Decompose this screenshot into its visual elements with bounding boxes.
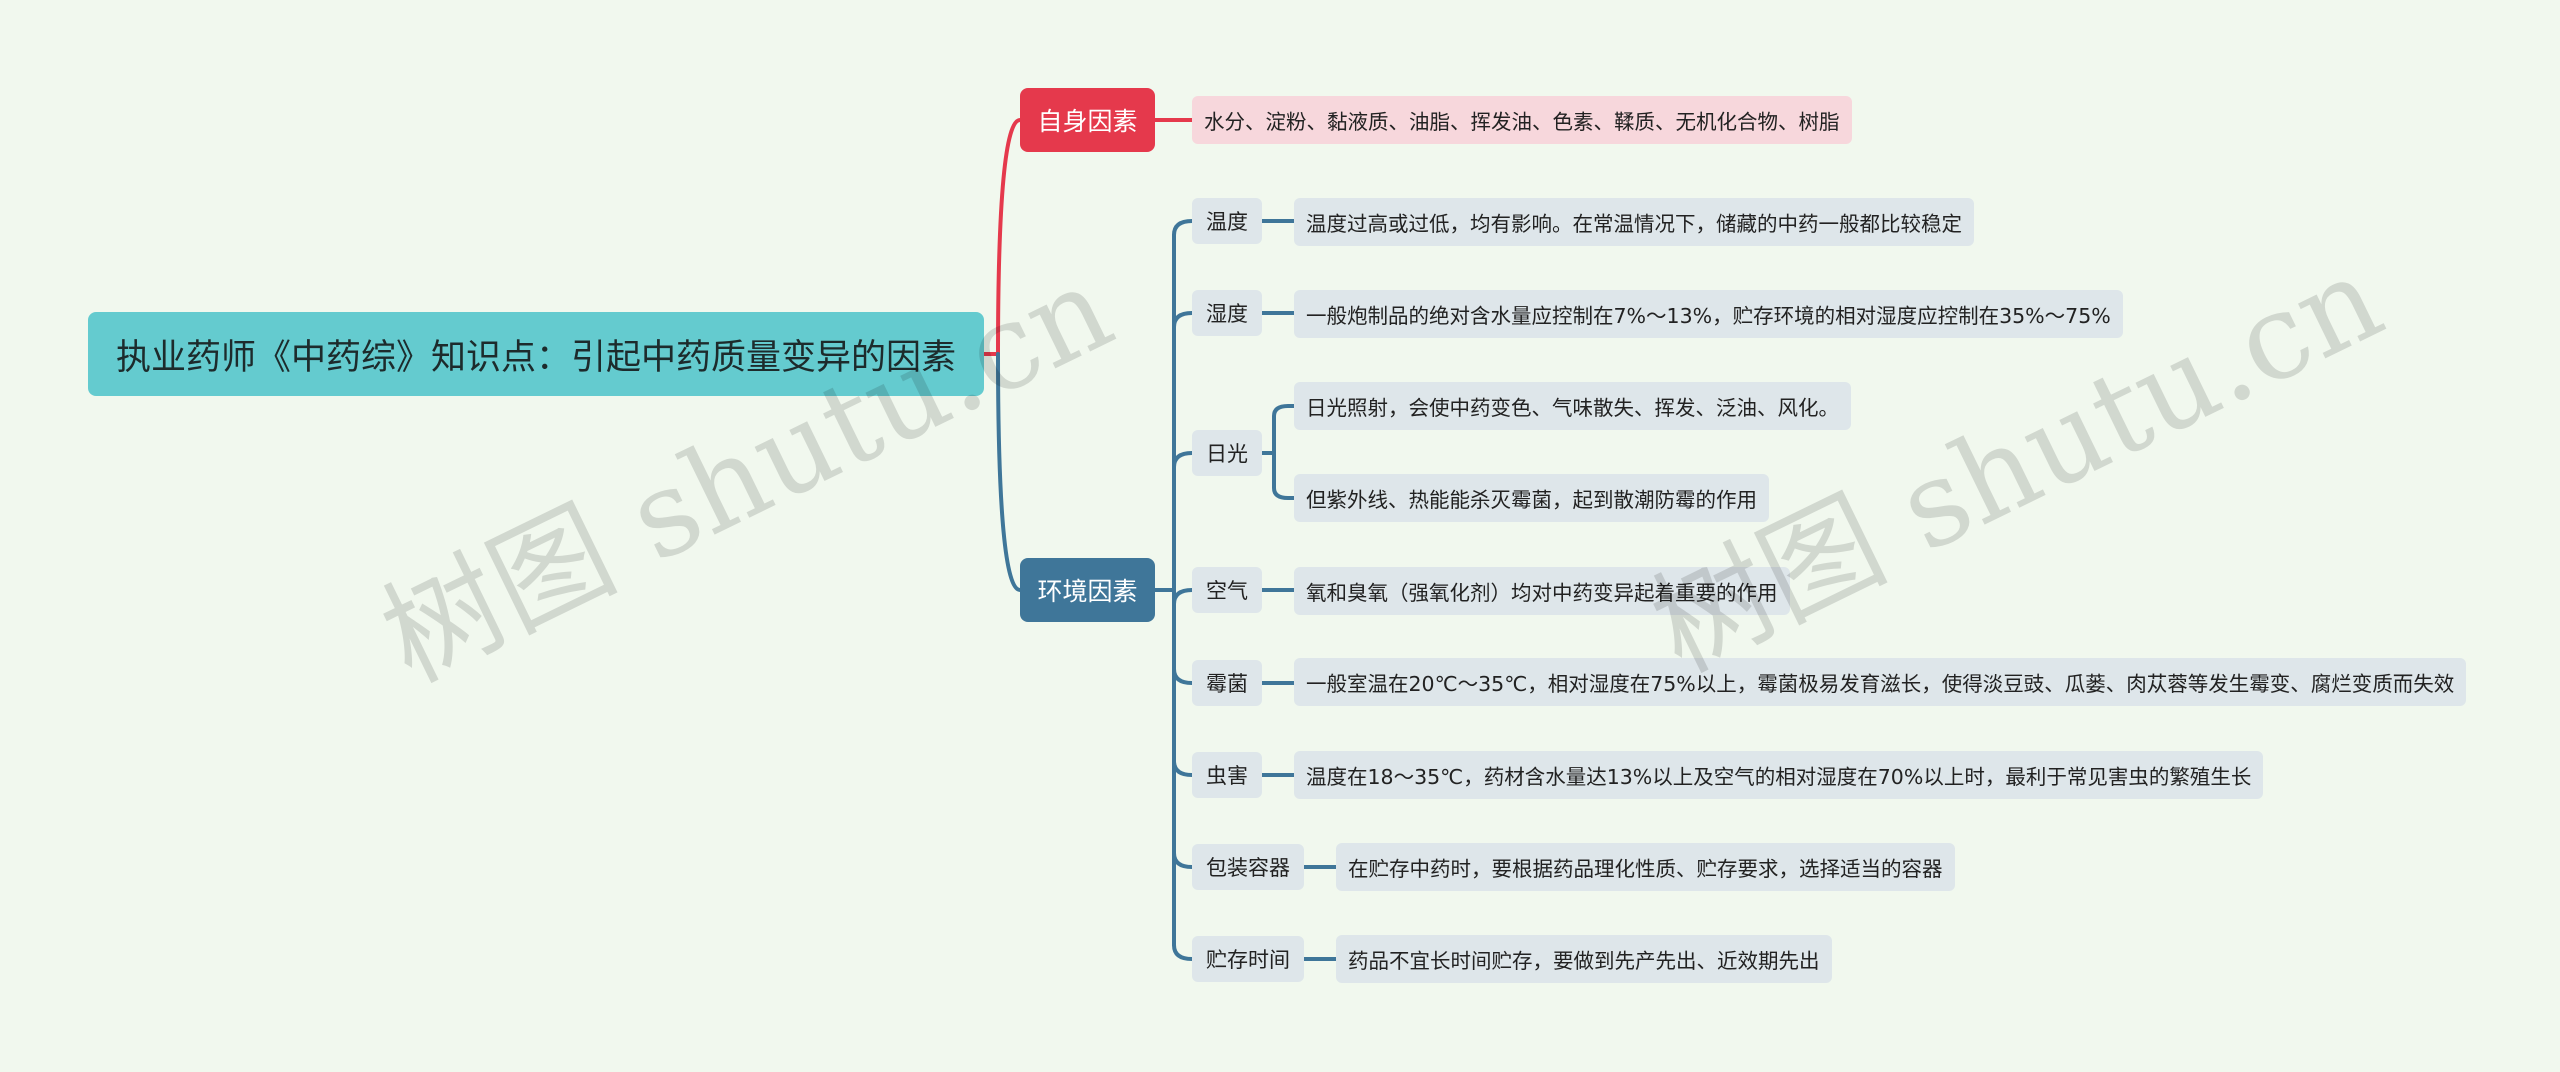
env-factor-sunlight[interactable]: 日光 bbox=[1192, 430, 1262, 476]
env-factor-humidity[interactable]: 湿度 bbox=[1192, 290, 1262, 336]
connector-env-temperature bbox=[1172, 219, 1194, 237]
env-factor-air[interactable]: 空气 bbox=[1192, 567, 1262, 613]
env-factor-pests[interactable]: 虫害 bbox=[1192, 752, 1262, 798]
connector-sunlight-detail-1 bbox=[1272, 404, 1296, 455]
branch-intrinsic-factors[interactable]: 自身因素 bbox=[1020, 88, 1155, 152]
env-detail-sunlight-2[interactable]: 但紫外线、热能能杀灭霉菌，起到散潮防霉的作用 bbox=[1294, 474, 1769, 522]
connector-env-packaging bbox=[1172, 851, 1194, 869]
intrinsic-detail[interactable]: 水分、淀粉、黏液质、油脂、挥发油、色素、鞣质、无机化合物、树脂 bbox=[1192, 96, 1852, 144]
env-detail-sunlight-1[interactable]: 日光照射，会使中药变色、气味散失、挥发、泛油、风化。 bbox=[1294, 382, 1851, 430]
env-factor-packaging[interactable]: 包装容器 bbox=[1192, 844, 1304, 890]
branch-environmental-factors[interactable]: 环境因素 bbox=[1020, 558, 1155, 622]
env-factor-mold[interactable]: 霉菌 bbox=[1192, 660, 1262, 706]
env-detail-temperature[interactable]: 温度过高或过低，均有影响。在常温情况下，储藏的中药一般都比较稳定 bbox=[1294, 198, 1974, 246]
env-detail-humidity[interactable]: 一般炮制品的绝对含水量应控制在7%～13%，贮存环境的相对湿度应控制在35%～7… bbox=[1294, 290, 2123, 338]
connector-sunlight-detail-2 bbox=[1272, 451, 1296, 500]
connector-env-sunlight bbox=[1172, 451, 1194, 469]
env-detail-storage-time[interactable]: 药品不宜长时间贮存，要做到先产先出、近效期先出 bbox=[1336, 935, 1832, 983]
env-factor-storage-time[interactable]: 贮存时间 bbox=[1192, 936, 1304, 982]
connector-root-environment bbox=[996, 352, 1022, 592]
env-detail-air[interactable]: 氧和臭氧（强氧化剂）均对中药变异起着重要的作用 bbox=[1294, 567, 1790, 615]
env-detail-packaging[interactable]: 在贮存中药时，要根据药品理化性质、贮存要求，选择适当的容器 bbox=[1336, 843, 1955, 891]
root-node[interactable]: 执业药师《中药综》知识点：引起中药质量变异的因素 bbox=[88, 312, 984, 396]
env-factor-temperature[interactable]: 温度 bbox=[1192, 198, 1262, 244]
env-detail-mold[interactable]: 一般室温在20℃～35℃，相对湿度在75%以上，霉菌极易发育滋长，使得淡豆豉、瓜… bbox=[1294, 658, 2467, 706]
env-detail-pests[interactable]: 温度在18～35℃，药材含水量达13%以上及空气的相对湿度在70%以上时，最利于… bbox=[1294, 751, 2264, 799]
connector-env-humidity bbox=[1172, 311, 1194, 329]
connector-env-mold bbox=[1172, 667, 1194, 685]
connector-root-intrinsic bbox=[982, 118, 1022, 356]
connector-env-storage-time bbox=[1172, 943, 1194, 961]
connector-env-air bbox=[1172, 588, 1194, 606]
connector-env-pests bbox=[1172, 759, 1194, 777]
